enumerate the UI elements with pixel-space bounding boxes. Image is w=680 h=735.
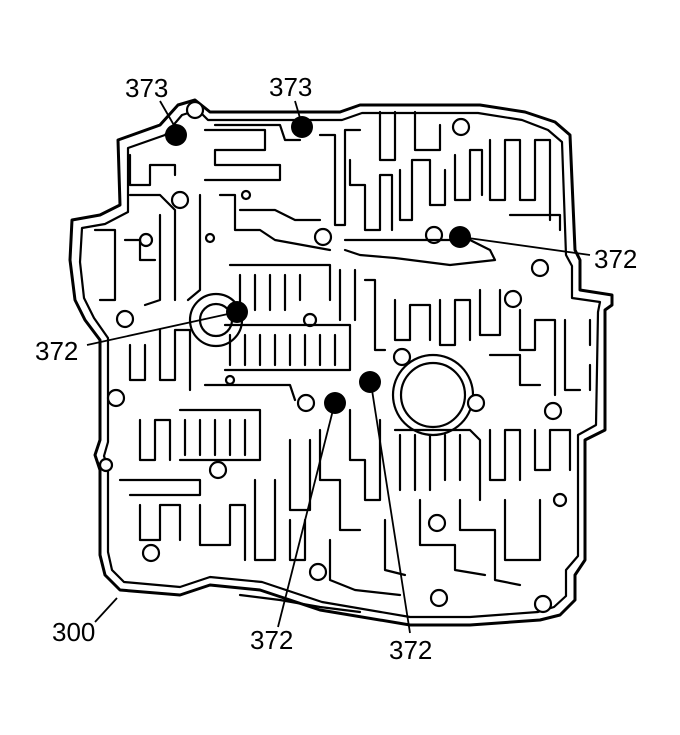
valve-body-inner-outline <box>78 108 602 619</box>
check-ball-372-center-b <box>359 371 381 393</box>
check-ball-372-left <box>226 301 248 323</box>
callout-373-right: 373 <box>269 72 312 102</box>
callout-372-left: 372 <box>35 336 78 366</box>
check-ball-373-left <box>165 124 187 146</box>
callout-300: 300 <box>52 617 95 647</box>
check-ball-372-center-a <box>324 392 346 414</box>
fluid-channels <box>93 110 592 614</box>
callout-373-left: 373 <box>125 73 168 103</box>
check-ball-372-upper-right <box>449 226 471 248</box>
callout-372-bottom-a: 372 <box>250 625 293 655</box>
leader-lines <box>86 100 591 634</box>
bolt-holes <box>98 100 568 614</box>
callout-372-bottom-b: 372 <box>389 635 432 665</box>
callout-372-right: 372 <box>594 244 637 274</box>
center-bore <box>399 361 467 429</box>
check-ball-373-right <box>291 116 313 138</box>
valve-body-outline <box>68 98 614 627</box>
